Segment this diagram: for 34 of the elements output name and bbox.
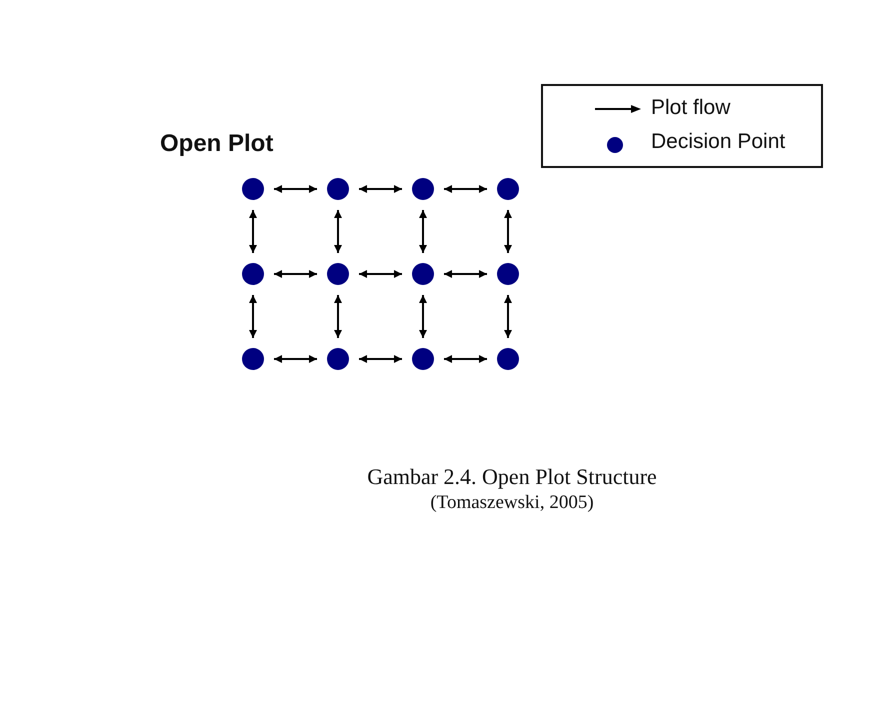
decision-point [242,348,264,370]
decision-point [497,263,519,285]
double-arrow [249,295,257,338]
decision-point [242,263,264,285]
decision-point [412,348,434,370]
decision-point [242,178,264,200]
decision-point [497,178,519,200]
double-arrow [249,210,257,253]
decision-point [327,263,349,285]
caption: Gambar 2.4. Open Plot Structure [366,464,658,490]
double-arrow [359,270,402,278]
double-arrow [274,355,317,363]
double-arrow [444,185,487,193]
double-arrow [359,355,402,363]
double-arrow [334,295,342,338]
double-arrow [504,210,512,253]
legend-text: Plot flow [651,96,730,120]
legend-text: Decision Point [651,130,786,154]
decision-point [327,178,349,200]
double-arrow [419,295,427,338]
double-arrow [274,270,317,278]
decision-point [327,348,349,370]
source-note: (Tomaszewski, 2005) [429,492,595,514]
double-arrow [274,185,317,193]
double-arrow [419,210,427,253]
double-arrow [444,355,487,363]
decision-point [412,263,434,285]
decision-point [497,348,519,370]
double-arrow [334,210,342,253]
double-arrow [359,185,402,193]
title: Open Plot [160,130,274,158]
double-arrow [444,270,487,278]
double-arrow [504,295,512,338]
decision-point [412,178,434,200]
